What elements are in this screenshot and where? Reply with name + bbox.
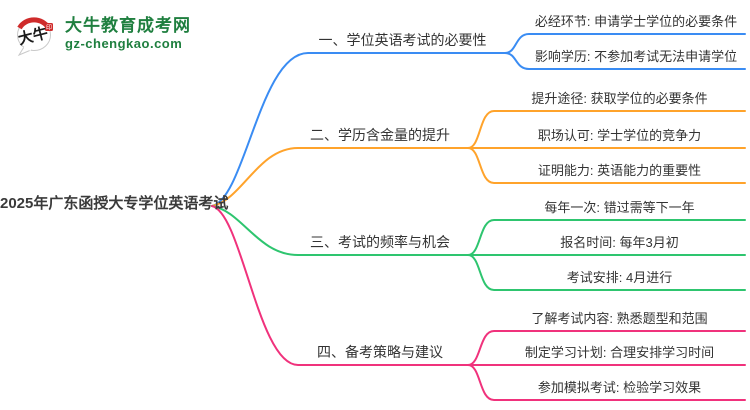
branch-1-lines [211, 33, 746, 207]
subtopic-2-1[interactable]: 提升途径: 获取学位的必要条件 [531, 91, 708, 106]
logo-text-block: 大牛教育成考网 gz-chengkao.com [65, 16, 191, 51]
central-topic[interactable]: 2025年广东函授大专学位英语考试 [0, 195, 229, 212]
subtopic-4-1[interactable]: 了解考试内容: 熟悉题型和范围 [531, 311, 708, 326]
branch-4-label[interactable]: 四、备考策略与建议 [317, 344, 443, 360]
subtopic-2-2[interactable]: 职场认可: 学士学位的竞争力 [537, 128, 702, 143]
logo-title: 大牛教育成考网 [65, 16, 191, 36]
branch-3-label[interactable]: 三、考试的频率与机会 [310, 234, 450, 250]
subtopic-4-3[interactable]: 参加模拟考试: 检验学习效果 [537, 380, 702, 395]
daniu-speech-bubble-icon: 印 大牛 [16, 17, 53, 57]
subtopic-4-2[interactable]: 制定学习计划: 合理安排学习时间 [524, 345, 715, 360]
subtopic-3-1[interactable]: 每年一次: 错过需等下一年 [544, 200, 695, 215]
branch-3-lines [211, 205, 746, 291]
site-logo[interactable]: 印 大牛 大牛教育成考网 gz-chengkao.com [12, 10, 191, 58]
branch-2-lines [211, 110, 746, 207]
branch-2-label[interactable]: 二、学历含金量的提升 [310, 127, 450, 143]
logo-url: gz-chengkao.com [65, 35, 183, 51]
subtopic-3-2[interactable]: 报名时间: 每年3月初 [560, 235, 679, 250]
subtopic-3-3[interactable]: 考试安排: 4月进行 [566, 270, 673, 285]
subtopic-1-1[interactable]: 必经环节: 申请学士学位的必要条件 [534, 14, 738, 29]
branch-1-label[interactable]: 一、学位英语考试的必要性 [318, 32, 487, 48]
subtopic-1-2[interactable]: 影响学历: 不参加考试无法申请学位 [534, 49, 738, 64]
svg-text:印: 印 [46, 25, 52, 32]
branch-4-lines [211, 205, 746, 401]
subtopic-2-3[interactable]: 证明能力: 英语能力的重要性 [537, 163, 702, 178]
